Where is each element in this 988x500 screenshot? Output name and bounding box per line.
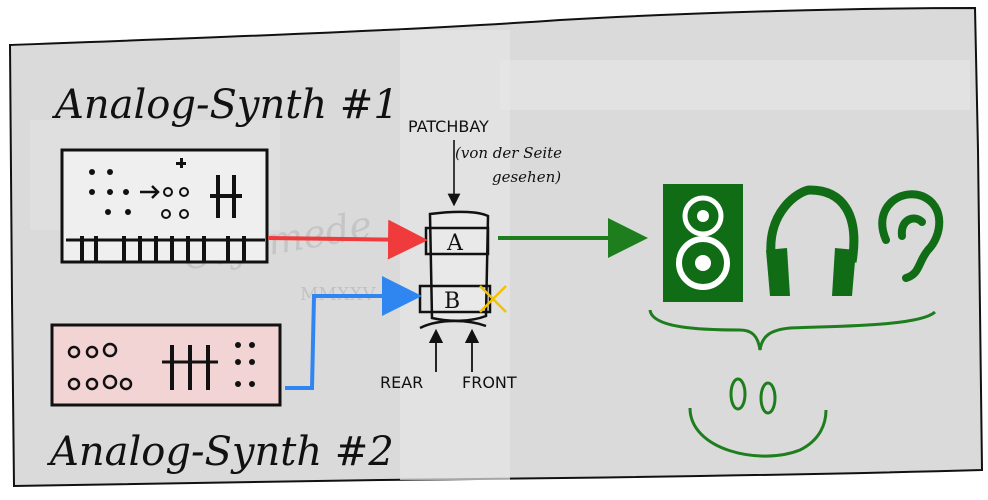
patchbay: A B xyxy=(418,210,507,330)
synth1-faders xyxy=(210,175,242,218)
port-b-label: B xyxy=(444,289,460,314)
synth2-knobs xyxy=(67,342,133,391)
patchbay-base-curve xyxy=(419,319,487,330)
smiley-face-icon xyxy=(688,377,828,458)
ear-icon xyxy=(878,190,944,282)
headphones-icon xyxy=(766,185,859,296)
patchbay-outline xyxy=(428,210,490,322)
synth1-knobs xyxy=(89,158,189,219)
synth2-dots xyxy=(235,342,255,387)
synth1-arrow-glyph xyxy=(140,185,160,199)
speaker-icon xyxy=(663,184,743,302)
port-a-label: A xyxy=(446,231,464,256)
synth1-title: Analog-Synth #1 xyxy=(51,82,399,128)
patchbay-note-line1: (von der Seite xyxy=(455,144,562,162)
synth2-faders xyxy=(162,345,218,390)
blue-cable-arrow xyxy=(285,276,422,390)
patchbay-note-line2: gesehen) xyxy=(492,168,561,186)
front-label: FRONT xyxy=(462,373,517,392)
synth1-keyboard xyxy=(66,236,265,262)
synth2-title: Analog-Synth #2 xyxy=(46,429,394,475)
cross-mark-icon xyxy=(479,285,507,313)
paper-tape-strip xyxy=(500,60,970,110)
synth2-panel xyxy=(50,323,282,407)
grouping-brace xyxy=(648,309,937,351)
rear-label: REAR xyxy=(380,373,423,392)
red-cable-arrow xyxy=(267,219,428,260)
synth1-panel xyxy=(60,148,269,264)
patchbay-label: PATCHBAY xyxy=(408,117,489,136)
